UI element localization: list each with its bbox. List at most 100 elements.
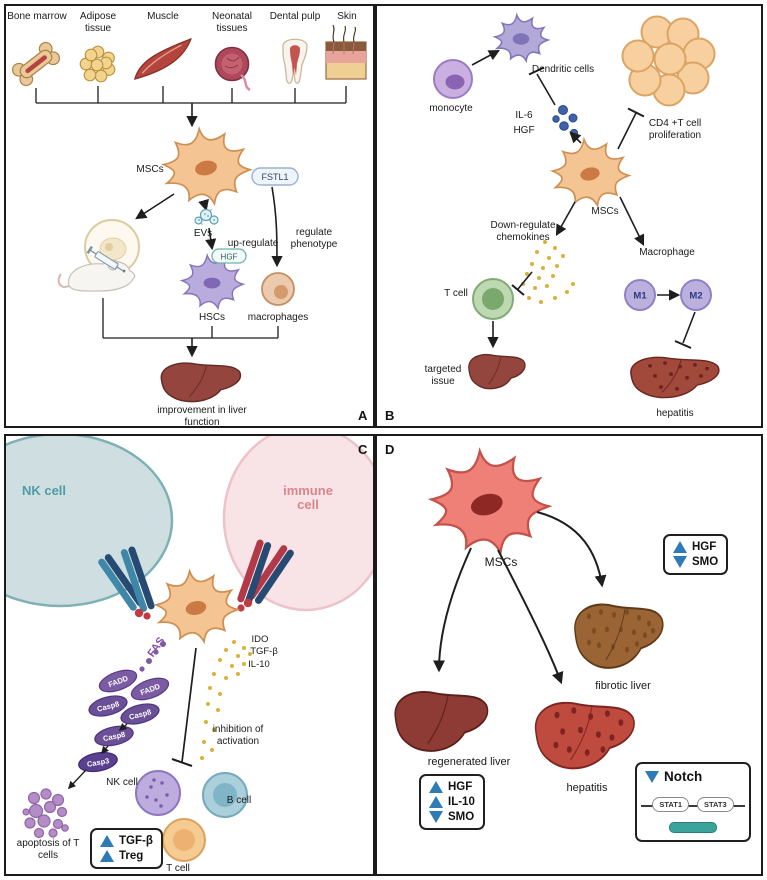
- monocyte-cell: [433, 59, 473, 99]
- receptor-left: [98, 546, 155, 620]
- nk-region: [6, 436, 174, 608]
- panel-a-artwork: FSTL1: [12, 24, 367, 403]
- fadd-oval-2: FADD: [130, 677, 170, 701]
- casp8-oval-2: Casp8: [120, 703, 160, 725]
- stat-membrane: STAT1 STAT3: [641, 797, 745, 812]
- msc-cell: [153, 568, 241, 645]
- tgfb-treg-box: TGF-β Treg: [90, 828, 163, 869]
- cd4-tcell-cluster: [621, 15, 716, 107]
- source-label-bone-marrow: Bone marrow: [7, 11, 67, 22]
- source-label-dental: Dental pulp: [269, 11, 321, 22]
- arrow-msc-to-hepatitis: [497, 549, 564, 685]
- arrow-evs-to-hscs: [205, 227, 217, 251]
- smo-box-label: SMO: [448, 811, 475, 823]
- arrow-msc-to-dots: [569, 131, 582, 144]
- up-triangle-icon: [673, 541, 687, 553]
- fibrotic-liver-label: fibrotic liver: [595, 680, 651, 692]
- hgf-badge-label: HGF: [221, 253, 238, 262]
- chemokine-dots: [521, 240, 575, 304]
- cascade-arrows: [67, 722, 128, 790]
- panel-d: MSCs fibrotic liver regenerated liver he…: [375, 434, 763, 876]
- inhibition-label: inhibition of activation: [212, 724, 264, 747]
- m2-label: M2: [689, 291, 702, 302]
- up-triangle-icon: [429, 796, 443, 808]
- up-regulate-label: up-regulate: [227, 238, 279, 249]
- msc-cell-red: [427, 447, 553, 556]
- hscs-label: HSCs: [198, 312, 226, 323]
- arrow-msc-to-fibrotic: [536, 511, 607, 588]
- casp3-oval: Casp3: [78, 751, 118, 773]
- stat3-pill: STAT3: [697, 797, 734, 812]
- fstl1-badge-label: FSTL1: [261, 172, 288, 182]
- t-cell-circle: [162, 818, 206, 862]
- tcell-circle: [472, 278, 514, 320]
- bone-icon: [12, 41, 60, 87]
- dendritic-label: Dendritic cells: [531, 64, 595, 75]
- arrow-msc-to-evs: [198, 198, 209, 212]
- panel-letter-b: B: [385, 408, 395, 423]
- apoptosis-label: apoptosis of T cells: [16, 838, 80, 861]
- regenerated-liver-label: regenerated liver: [427, 756, 511, 768]
- mscs-label: MSCs: [484, 555, 518, 569]
- panel-a: FSTL1: [4, 4, 375, 428]
- source-label-muscle: Muscle: [147, 11, 179, 22]
- panel-letter-c: C: [358, 442, 368, 457]
- box-row-il10: IL-10: [429, 796, 475, 808]
- hepatitis-label: hepatitis: [566, 782, 608, 794]
- casp8-oval-1: Casp8: [88, 695, 128, 717]
- fadd-oval-1: FADD: [98, 669, 138, 693]
- panel-letter-a: A: [358, 408, 368, 423]
- m2-cell: M2: [680, 279, 712, 311]
- il6-label: IL-6: [515, 110, 533, 121]
- fstl1-badge: FSTL1: [251, 167, 299, 186]
- signal-bar: [669, 822, 717, 833]
- muscle-icon: [133, 37, 192, 80]
- t-cell-label: T cell: [166, 863, 190, 874]
- liver-regenerated-icon: [394, 691, 489, 752]
- down-triangle-icon: [645, 770, 659, 783]
- box-row-tgfb: TGF-β: [100, 835, 153, 847]
- panel-c-artwork: FAS FADD FADD Casp8 Casp8: [6, 436, 373, 862]
- evs-label: EVs: [193, 228, 213, 239]
- targeted-issue-label: targeted issue: [424, 364, 462, 387]
- panel-d-artwork: [394, 447, 664, 770]
- b-cell-circle: [202, 772, 248, 818]
- tgfb-label: TGF-β: [250, 646, 278, 657]
- mouse-icon: [57, 245, 136, 292]
- regulate-phenotype-label: regulate phenotype: [290, 227, 338, 250]
- liver-icon: [160, 362, 242, 403]
- nk-region-label: NK cell: [21, 483, 67, 498]
- cd4-label: CD4 +T cell proliferation: [648, 118, 702, 141]
- arrow-msc-to-chemokines: [555, 201, 576, 236]
- mscs-label: MSCs: [136, 164, 164, 175]
- box-row-notch: Notch: [645, 769, 741, 784]
- box-row-hgf: HGF: [429, 781, 472, 793]
- apoptosis-cluster: [22, 788, 69, 839]
- hgf-label: HGF: [513, 125, 535, 136]
- arrow-msc-to-regenerated: [433, 547, 472, 673]
- casp3-label: Casp3: [86, 756, 110, 769]
- dendritic-cell: [492, 12, 551, 64]
- hepatitis-label: hepatitis: [656, 408, 694, 419]
- syringe-icon: [86, 245, 126, 273]
- inhibit-msc-to-nk: [171, 647, 197, 767]
- up-triangle-icon: [429, 781, 443, 793]
- inhibit-msc-to-cd4: [617, 107, 645, 150]
- regenerated-effects-box: HGF IL-10 SMO: [419, 774, 485, 830]
- up-triangle-icon: [100, 835, 114, 847]
- box-row-smo: SMO: [673, 556, 718, 568]
- monocyte-label: monocyte: [429, 103, 473, 114]
- mscs-label: MSCs: [591, 206, 619, 217]
- b-cell-label: B cell: [226, 795, 252, 806]
- hgf-badge: HGF: [211, 248, 247, 264]
- il10-box-label: IL-10: [448, 796, 475, 808]
- hgf-box-label: HGF: [692, 541, 717, 553]
- source-label-neonatal: Neonatal tissues: [211, 11, 253, 34]
- arrow-fstl1-to-macrophage: [271, 186, 283, 268]
- cell-circle: [84, 219, 140, 275]
- il6-hgf-dots: [552, 105, 579, 138]
- treg-box-label: Treg: [119, 850, 144, 862]
- inhibit-m2-to-hepatitis: [674, 311, 696, 349]
- fas-signal-dots: [139, 641, 166, 672]
